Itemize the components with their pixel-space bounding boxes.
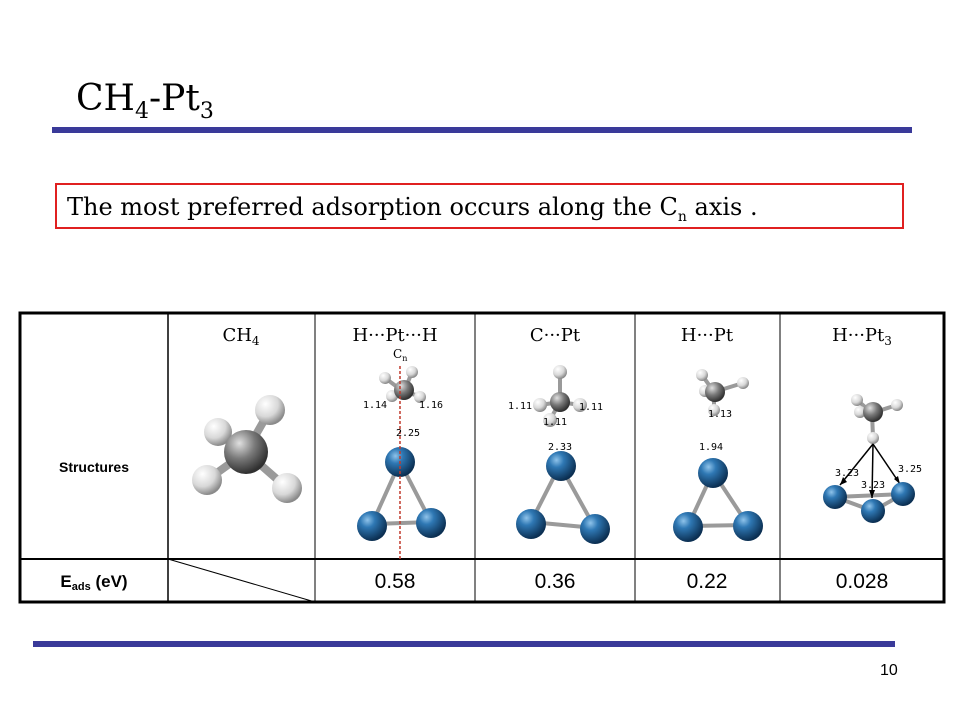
ch4-molecule	[192, 395, 302, 503]
col-header-c-pt: C···Pt	[530, 325, 581, 346]
bond-length-label: 3.23	[861, 480, 885, 491]
c-pt-structure: 1.11 1.11 1.11 2.33	[508, 365, 610, 544]
table-frame	[18, 311, 946, 604]
eads-value-h-pt: 0.22	[687, 570, 728, 593]
h-pt-structure: 1.13 1.94	[673, 369, 763, 542]
bond-length-label: 1.11	[543, 417, 567, 428]
bond-length-label: 1.11	[508, 401, 532, 412]
col-header-h-pt-h: H···Pt···H	[352, 325, 437, 346]
page-number: 10	[880, 662, 898, 679]
empty-cell-diagonal	[167, 558, 316, 603]
h-pt-h-structure: Cn 1.14 1.16 2.25	[357, 347, 446, 560]
h-pt3-structure: 3.23 3.23 3.25	[823, 394, 922, 523]
row-label-eads: Eads (eV)	[60, 572, 127, 593]
eads-value-c-pt: 0.36	[535, 570, 576, 593]
bond-length-label: 1.11	[579, 402, 603, 413]
slide-title: CH4-Pt3	[76, 78, 214, 125]
cn-axis-label: Cn	[393, 347, 407, 363]
eads-value-h-pt-h: 0.58	[375, 570, 416, 593]
bond-length-label: 1.14	[363, 400, 387, 411]
row-label-structures: Structures	[59, 459, 129, 475]
bond-length-label: 2.33	[548, 442, 572, 453]
bond-length-label: 2.25	[396, 428, 420, 439]
footer-rule	[33, 641, 895, 647]
col-header-h-pt3: H···Pt3	[832, 325, 892, 348]
title-underline	[52, 127, 912, 133]
bond-length-label: 1.13	[708, 409, 732, 420]
bond-length-label: 3.25	[898, 464, 922, 475]
col-header-h-pt: H···Pt	[681, 325, 734, 346]
bond-length-label: 3.23	[835, 468, 859, 479]
key-finding-callout: The most preferred adsorption occurs alo…	[55, 183, 904, 229]
bond-length-label: 1.94	[699, 442, 723, 453]
eads-value-h-pt3: 0.028	[836, 570, 889, 593]
col-header-ch4: CH4	[222, 325, 259, 348]
bond-length-label: 1.16	[419, 400, 443, 411]
